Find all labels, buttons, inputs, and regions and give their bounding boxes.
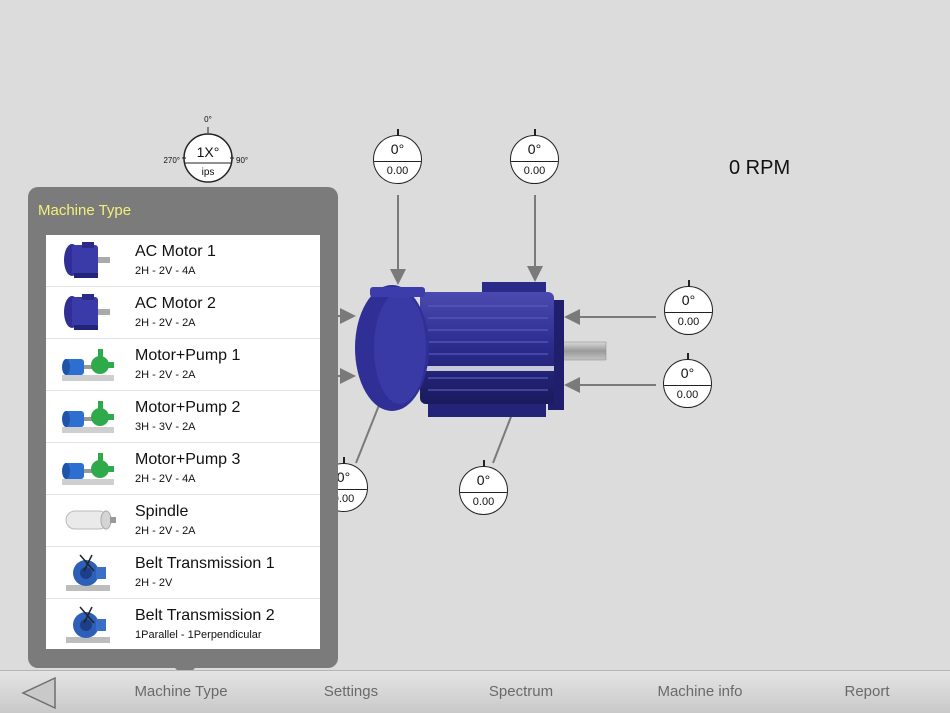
- tab-spectrum[interactable]: Spectrum: [488, 683, 554, 700]
- machine-type-title: Motor+Pump 1: [135, 347, 241, 364]
- machine-diagram: 1X° ips 0° 270° 90°: [163, 115, 656, 464]
- tab-settings[interactable]: Settings: [323, 683, 379, 700]
- tab-machine-info[interactable]: Machine info: [657, 683, 743, 700]
- sensor-badge[interactable]: 0° 0.00: [510, 129, 560, 185]
- sensor-badge[interactable]: 0° 0.00: [459, 460, 509, 516]
- ac-motor-icon: [60, 291, 116, 333]
- sensor-angle: 0°: [476, 472, 491, 488]
- sensor-value: 0.00: [332, 493, 355, 505]
- spindle-icon: [60, 499, 116, 541]
- sensor-badge[interactable]: 0° 0.00: [664, 280, 714, 336]
- sensor-value: 0.00: [676, 389, 699, 401]
- phase-gauge-unit: ips: [202, 167, 215, 178]
- machine-type-subtitle: 1Parallel - 1Perpendicular: [135, 629, 262, 641]
- phase-gauge-left-label: 270°: [163, 156, 180, 165]
- sensor-value: 0.00: [677, 316, 700, 328]
- belt-transmission-icon: [60, 551, 116, 593]
- machine-type-item[interactable]: Motor+Pump 2 3H - 3V - 2A: [46, 391, 320, 443]
- phase-gauge: 1X° ips 0° 270° 90°: [163, 115, 248, 183]
- machine-diagram-area: 1X° ips 0° 270° 90°: [163, 115, 791, 516]
- machine-type-item[interactable]: Spindle 2H - 2V - 2A: [46, 495, 320, 547]
- machine-type-item[interactable]: Belt Transmission 2 1Parallel - 1Perpendi…: [46, 599, 320, 649]
- phase-gauge-right-label: 90°: [236, 156, 248, 165]
- machine-type-item[interactable]: Belt Transmission 1 2H - 2V: [46, 547, 320, 599]
- machine-type-item[interactable]: AC Motor 1 2H - 2V - 4A: [46, 235, 320, 287]
- back-triangle-icon[interactable]: [20, 676, 58, 710]
- sensor-badge[interactable]: 0° 0.00: [663, 353, 713, 409]
- popover-title: Machine Type: [38, 202, 132, 219]
- sensor-angle: 0°: [336, 469, 351, 485]
- sensor-angle: 0°: [390, 141, 405, 157]
- sensor-angle: 0°: [680, 365, 695, 381]
- belt-transmission-icon: [60, 603, 116, 645]
- tab-report[interactable]: Report: [844, 683, 890, 700]
- machine-type-subtitle: 2H - 2V - 2A: [135, 317, 196, 329]
- machine-type-subtitle: 2H - 2V - 2A: [135, 369, 196, 381]
- machine-type-item[interactable]: Motor+Pump 3 2H - 2V - 4A: [46, 443, 320, 495]
- machine-type-title: Motor+Pump 3: [135, 451, 241, 468]
- motor-pump-icon: [60, 447, 116, 489]
- motor-illustration: [355, 282, 607, 417]
- machine-type-list[interactable]: AC Motor 1 2H - 2V - 4A AC Motor 2 2H - 2V …: [46, 235, 320, 649]
- machine-type-title: Motor+Pump 2: [135, 399, 241, 416]
- sensor-value: 0.00: [523, 165, 546, 177]
- sensor-angle: 0°: [527, 141, 542, 157]
- phase-gauge-top-label: 0°: [204, 115, 212, 124]
- machine-type-title: AC Motor 1: [135, 243, 216, 260]
- sensor-value: 0.00: [472, 496, 495, 508]
- sensor-angle: 0°: [681, 292, 696, 308]
- machine-type-subtitle: 2H - 2V - 4A: [135, 473, 196, 485]
- ac-motor-icon: [60, 239, 116, 281]
- phase-gauge-value: 1X°: [197, 144, 220, 160]
- machine-type-title: Belt Transmission 2: [135, 607, 275, 624]
- rpm-readout: 0 RPM: [729, 157, 791, 179]
- bottom-tab-bar: Machine Type Settings Spectrum Machine i…: [0, 670, 950, 713]
- machine-type-item[interactable]: Motor+Pump 1 2H - 2V - 2A: [46, 339, 320, 391]
- machine-type-title: AC Motor 2: [135, 295, 216, 312]
- machine-type-subtitle: 3H - 3V - 2A: [135, 421, 196, 433]
- motor-pump-icon: [60, 343, 116, 385]
- machine-type-subtitle: 2H - 2V: [135, 577, 173, 589]
- machine-type-title: Spindle: [135, 503, 189, 520]
- machine-type-subtitle: 2H - 2V - 4A: [135, 265, 196, 277]
- tab-machine-type[interactable]: Machine Type: [134, 683, 228, 700]
- machine-type-title: Belt Transmission 1: [135, 555, 275, 572]
- machine-type-subtitle: 2H - 2V - 2A: [135, 525, 196, 537]
- sensor-value: 0.00: [386, 165, 409, 177]
- sensor-badge[interactable]: 0° 0.00: [373, 129, 423, 185]
- motor-pump-icon: [60, 395, 116, 437]
- machine-type-item[interactable]: AC Motor 2 2H - 2V - 2A: [46, 287, 320, 339]
